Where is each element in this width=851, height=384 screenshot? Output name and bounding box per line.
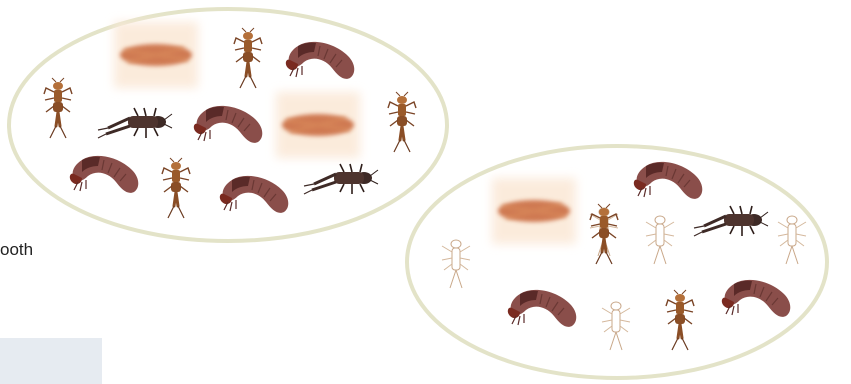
blurred-organism — [114, 22, 198, 88]
blurred-organism — [492, 178, 576, 244]
right-pool — [407, 146, 827, 378]
left-pool — [9, 9, 447, 241]
blurred-organism — [276, 92, 360, 158]
